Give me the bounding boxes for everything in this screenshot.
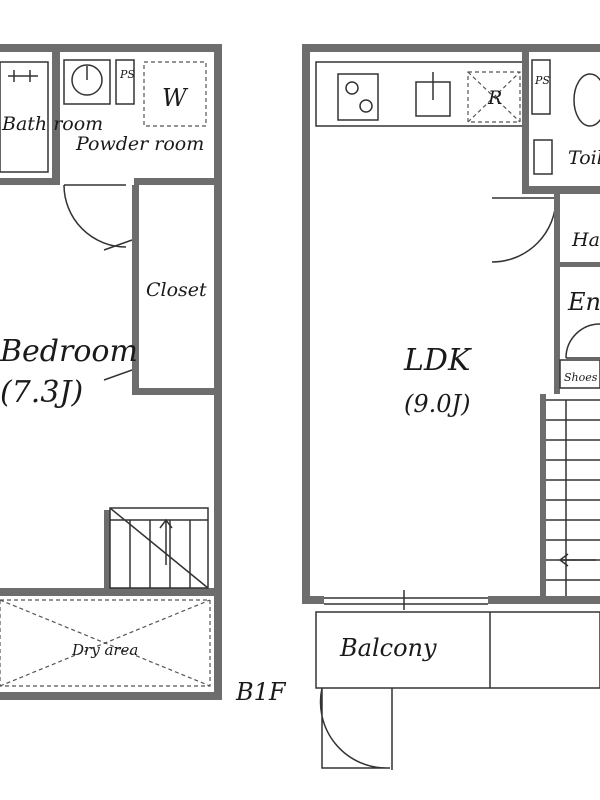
1f-ps-shaft	[531, 59, 551, 115]
b1f-wall-bottom	[0, 692, 222, 700]
1f-wall-top	[302, 44, 600, 52]
bathtub-icon	[0, 61, 49, 173]
balcony-label: Balcony	[339, 634, 437, 662]
b1f-wall-closet-bottom	[132, 388, 214, 395]
stove-icon	[337, 73, 379, 121]
b1f-wall-closet-left	[132, 185, 139, 395]
exterior-door-icon	[319, 687, 390, 769]
dry-area-outline	[0, 599, 211, 687]
b1f-wall-powder-bottom	[134, 178, 214, 185]
toilet-label: Toilet	[568, 147, 600, 169]
b1f-wall-top	[0, 44, 222, 52]
hall-wall-mid	[560, 262, 600, 267]
burner-2-icon	[359, 99, 373, 113]
burner-1-icon	[345, 81, 359, 95]
closet-label: Closet	[146, 279, 207, 301]
shoes-label: Shoes	[564, 371, 598, 384]
ldk-label: LDK	[403, 343, 472, 378]
1f-wall-bottom-left	[302, 596, 324, 604]
1f-stairs-icon	[546, 399, 600, 596]
b1f-ps-label: PS	[119, 68, 135, 81]
b1f-wall-bath-partition	[52, 52, 60, 182]
powder-room-label: Powder room	[75, 133, 204, 155]
bath-room-label: Bath room	[1, 113, 103, 135]
fridge-mark: R	[487, 87, 502, 109]
washer-space-icon	[143, 61, 207, 127]
washbasin-bowl-icon	[71, 64, 103, 96]
bedroom-label: Bedroom	[0, 334, 138, 369]
b1f-stair-treads	[109, 507, 209, 589]
toilet-tank-icon	[533, 139, 553, 175]
hall-door-icon	[491, 197, 557, 263]
dry-area-cross	[0, 599, 211, 687]
hall-wall-left	[554, 194, 560, 394]
1f-stair-arrow-icon	[558, 553, 596, 567]
b1f-wall-right	[214, 44, 222, 700]
1f-wall-left	[302, 44, 310, 604]
dry-area-label: Dry area	[71, 641, 138, 659]
1f-ps-label: PS	[534, 74, 550, 87]
first-floor-plan: R PS Toilet Hall Entrance Shoes LDK (9.0…	[302, 44, 600, 770]
toilet-wall-bottom	[522, 186, 600, 194]
b1f-floor-label: B1F	[235, 678, 287, 706]
toilet-wall-left	[522, 52, 529, 194]
balcony-outline	[315, 611, 600, 689]
fridge-cross	[467, 71, 521, 123]
b1f-wall-dryarea-top	[0, 588, 222, 596]
powder-room-door-icon	[63, 184, 127, 248]
ldk-size-label: (9.0J)	[404, 390, 471, 418]
balcony-window-icon	[324, 590, 488, 610]
b1f-stair-arrow-icon	[159, 518, 173, 565]
closet-door-icon	[103, 239, 133, 381]
washer-mark: W	[162, 84, 189, 112]
shoes-box	[559, 359, 600, 389]
1f-stair-wall	[540, 394, 546, 600]
b1f-ps-shaft	[115, 59, 135, 105]
basement-floor-plan: PS W Bath room Powder room Closet Bedroo…	[0, 44, 287, 706]
toilet-bowl-icon	[573, 73, 600, 127]
fridge-space-icon	[467, 71, 521, 123]
b1f-stairs-icon	[109, 507, 209, 589]
entrance-door-icon	[565, 323, 600, 359]
bedroom-size-label: (7.3J)	[0, 375, 83, 410]
b1f-wall-upper-horizontal	[0, 178, 60, 185]
b1f-wall-stair	[104, 510, 110, 590]
hall-label: Hall	[571, 229, 600, 251]
entrance-label: Entrance	[567, 288, 600, 316]
shower-faucet-icon	[8, 70, 38, 82]
